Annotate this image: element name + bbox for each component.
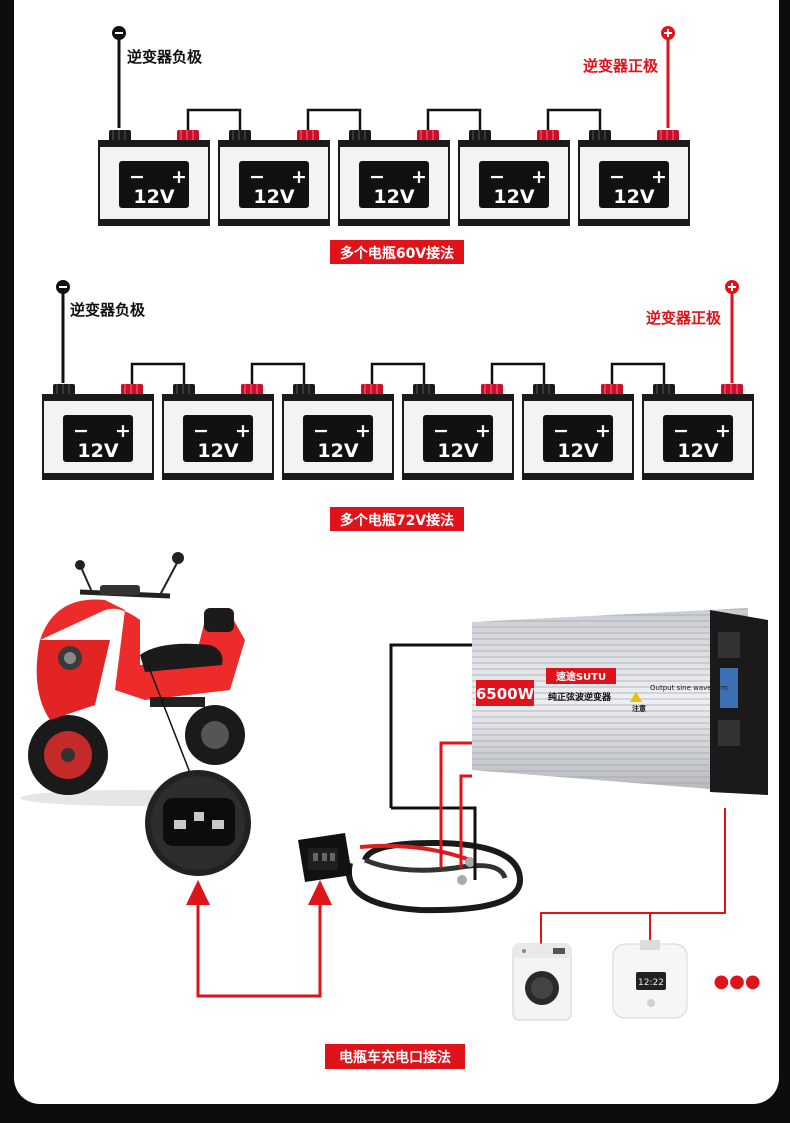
series-wire xyxy=(370,362,426,384)
series-wires-72v xyxy=(130,362,666,384)
battery: − +12V xyxy=(218,130,330,226)
battery-series-60v: −+12V−+12V−+12V−+12V−+12V 逆变器负极 逆变器正极 多个… xyxy=(98,26,690,264)
plus-sign: + xyxy=(411,166,427,188)
inverter-power: 6500W xyxy=(476,685,535,703)
battery: − +12V xyxy=(402,384,514,480)
series-wires-60v xyxy=(186,108,602,130)
series-wire xyxy=(186,108,242,130)
plus-sign: + xyxy=(115,420,131,442)
battery: − +12V xyxy=(98,130,210,226)
battery: − +12V xyxy=(162,384,274,480)
plus-sign: + xyxy=(531,166,547,188)
battery-row-60v: −+12V−+12V−+12V−+12V−+12V xyxy=(98,130,690,226)
battery-voltage: 12V xyxy=(133,186,174,208)
battery: − +12V xyxy=(338,130,450,226)
output-wire xyxy=(540,808,726,950)
battery: − +12V xyxy=(42,384,154,480)
battery-voltage: 12V xyxy=(317,440,358,462)
caption-bottom: 电瓶车充电口接法 xyxy=(339,1049,451,1066)
battery-voltage: 12V xyxy=(77,440,118,462)
minus-sign: − xyxy=(553,420,569,442)
positive-lead-wire xyxy=(459,774,472,868)
battery-voltage: 12V xyxy=(613,186,654,208)
battery: − +12V xyxy=(578,130,690,226)
positive-terminal-icon xyxy=(661,26,675,40)
power-cable-image xyxy=(298,833,524,914)
minus-sign: − xyxy=(369,166,385,188)
caption-72v-tag xyxy=(330,507,464,531)
inverter-small-text: Output sine waveform xyxy=(650,684,728,692)
plus-sign: + xyxy=(715,420,731,442)
plus-sign: + xyxy=(235,420,251,442)
clock-display: 12:22 xyxy=(638,978,664,988)
minus-sign: − xyxy=(609,166,625,188)
arrow-up-icon xyxy=(186,880,210,905)
negative-lead-wire xyxy=(389,643,472,808)
zoom-leader-line xyxy=(147,664,193,779)
rice-cooker-image: 12:22 xyxy=(612,940,688,1019)
charge-port-wiring-scene: 6500W 速途SUTU 纯正弦波逆变器 Output sine wavefor… xyxy=(20,552,768,1069)
battery: − +12V xyxy=(458,130,570,226)
series-wire xyxy=(426,108,482,130)
plus-sign: + xyxy=(475,420,491,442)
washing-machine-image xyxy=(512,943,572,1021)
battery-voltage: 12V xyxy=(557,440,598,462)
battery-series-72v: −+12V−+12V−+12V−+12V−+12V−+12V 逆变器负极 逆变器… xyxy=(42,280,754,531)
more-dots: ●●● xyxy=(713,971,760,992)
connection-arrow-line xyxy=(196,905,322,998)
series-wire xyxy=(130,362,186,384)
caption-60v-tag xyxy=(330,240,464,264)
minus-sign: − xyxy=(249,166,265,188)
inverter-warning: 注意 xyxy=(632,704,646,713)
series-wire xyxy=(250,362,306,384)
arrow-up-icon xyxy=(308,880,332,905)
caption-72v: 多个电瓶72V接法 xyxy=(340,512,454,529)
positive-lead-wire xyxy=(439,741,472,868)
positive-label: 逆变器正极 xyxy=(583,57,659,75)
plus-sign: + xyxy=(651,166,667,188)
series-wire xyxy=(490,362,546,384)
series-wire xyxy=(306,108,362,130)
battery-voltage: 12V xyxy=(677,440,718,462)
inverter-brand: 速途SUTU xyxy=(556,670,606,683)
charge-port-closeup xyxy=(145,770,251,876)
battery: − +12V xyxy=(282,384,394,480)
battery-voltage: 12V xyxy=(373,186,414,208)
negative-terminal-icon xyxy=(112,26,126,40)
positive-label: 逆变器正极 xyxy=(646,309,722,327)
plus-sign: + xyxy=(291,166,307,188)
minus-sign: − xyxy=(129,166,145,188)
negative-terminal-icon xyxy=(56,280,70,294)
minus-sign: − xyxy=(673,420,689,442)
inverter-subtitle: 纯正弦波逆变器 xyxy=(548,691,612,703)
minus-sign: − xyxy=(313,420,329,442)
minus-sign: − xyxy=(193,420,209,442)
minus-sign: − xyxy=(489,166,505,188)
caption-60v: 多个电瓶60V接法 xyxy=(340,245,454,262)
battery-voltage: 12V xyxy=(197,440,238,462)
plus-sign: + xyxy=(171,166,187,188)
plus-sign: + xyxy=(355,420,371,442)
negative-lead-wire xyxy=(391,806,477,880)
battery-voltage: 12V xyxy=(253,186,294,208)
battery-voltage: 12V xyxy=(437,440,478,462)
minus-sign: − xyxy=(433,420,449,442)
negative-label: 逆变器负极 xyxy=(70,301,146,319)
battery: − +12V xyxy=(522,384,634,480)
minus-sign: − xyxy=(73,420,89,442)
inverter-image: 6500W 速途SUTU 纯正弦波逆变器 Output sine wavefor… xyxy=(472,608,768,795)
series-wire xyxy=(610,362,666,384)
electric-scooter-image xyxy=(20,552,245,806)
caption-bottom-tag xyxy=(325,1044,465,1069)
negative-label: 逆变器负极 xyxy=(127,48,203,66)
battery-row-72v: −+12V−+12V−+12V−+12V−+12V−+12V xyxy=(42,384,754,480)
battery: − +12V xyxy=(642,384,754,480)
series-wire xyxy=(546,108,602,130)
battery-voltage: 12V xyxy=(493,186,534,208)
plus-sign: + xyxy=(595,420,611,442)
positive-terminal-icon xyxy=(725,280,739,294)
